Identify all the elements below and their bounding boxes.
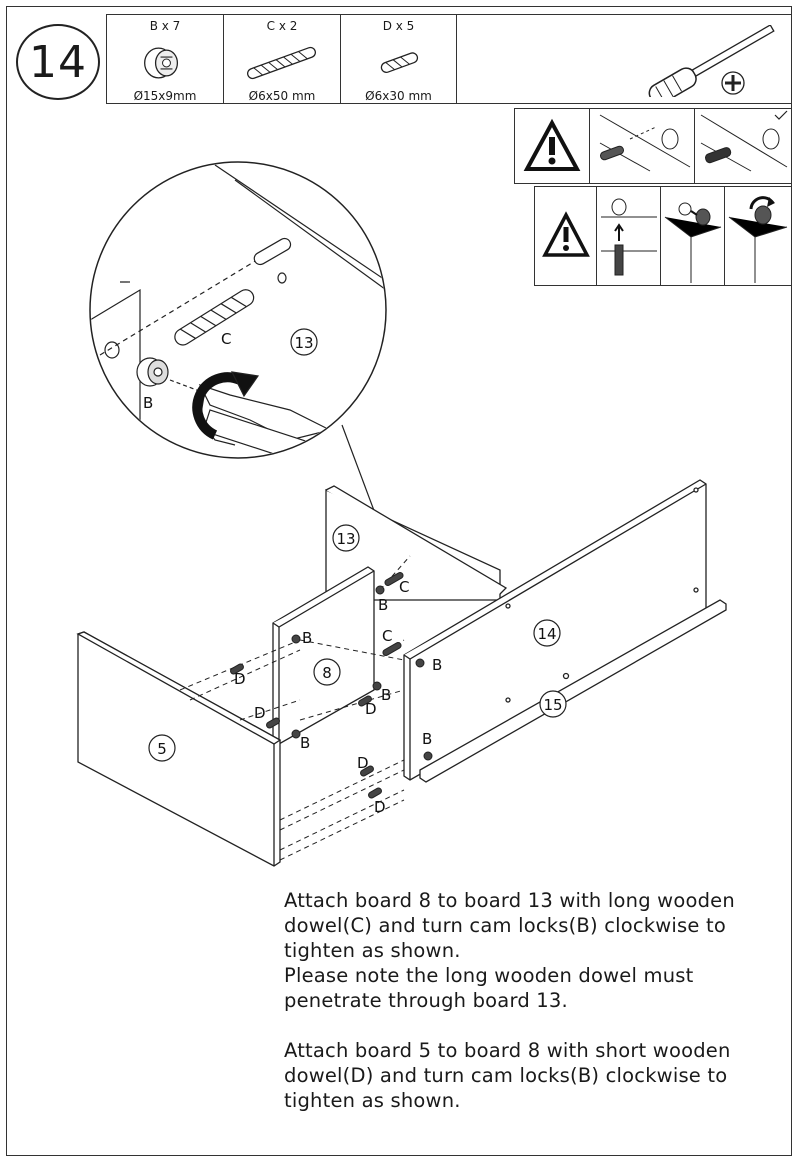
instruction-paragraph: Attach board 8 to board 13 with long woo… [284, 889, 735, 1012]
warning-cam-panel [534, 186, 792, 286]
assembly-diagram: C B 13 13 14 15 8 5 [76, 161, 727, 867]
part-long-dowel: C x 2 Ø6x50 mm [224, 15, 341, 103]
board-label: 13 [336, 530, 355, 548]
part-cam-lock: B x 7 Ø15x9mm [107, 15, 224, 103]
page-frame [6, 6, 792, 1156]
board-label: 5 [157, 740, 167, 758]
cam-bolt-insert-icon [601, 198, 657, 276]
hw-label: D [357, 754, 369, 772]
hw-label: D [254, 704, 266, 722]
warning-dowel-panel [514, 108, 792, 184]
part-size: Ø6x30 mm [365, 89, 432, 103]
long-dowel-icon [247, 46, 316, 80]
cam-lock-icon [144, 47, 179, 79]
part-label: C x 2 [266, 19, 298, 33]
board-label: 8 [322, 664, 332, 682]
dowel-insert-correct-icon [700, 110, 788, 172]
hw-label: D [365, 700, 377, 718]
hw-label: C [382, 627, 392, 645]
board-15 [419, 599, 727, 783]
hw-label: C [399, 578, 409, 596]
hardware-parts [230, 572, 433, 799]
part-label: B x 7 [149, 19, 181, 33]
cam-lock-align-icon [664, 202, 722, 283]
hw-label: B [381, 686, 391, 704]
part-size: Ø6x50 mm [248, 89, 316, 103]
board-8 [272, 566, 375, 745]
board-label: 15 [543, 696, 562, 714]
instructions: Attach board 8 to board 13 with long woo… [284, 888, 784, 1138]
parts-list: B x 7 Ø15x9mm C x 2 Ø6x50 mm D x 5 Ø6x30… [106, 14, 792, 104]
hw-label: B [300, 734, 310, 752]
warning-triangle-icon [542, 211, 590, 257]
phillips-screwdriver-icon [648, 25, 775, 97]
board-5 [76, 631, 282, 867]
part-label: D x 5 [382, 19, 415, 33]
short-dowel-icon [380, 52, 419, 73]
detail-magnifier: C B 13 [89, 161, 391, 551]
board-label: 13 [294, 334, 313, 352]
hw-label: B [432, 656, 442, 674]
board-label: 14 [537, 625, 556, 643]
instruction-paragraph: Attach board 5 to board 8 with short woo… [284, 1039, 731, 1112]
hw-label: B [302, 629, 312, 647]
hw-label: D [374, 798, 386, 816]
step-number: 14 [16, 24, 100, 100]
dowel-insert-icon [599, 114, 691, 172]
hw-label: D [234, 670, 246, 688]
cam-lock-turn-icon [728, 196, 788, 283]
board-badge [290, 328, 318, 356]
hw-label: B [422, 730, 432, 748]
hw-label: B [378, 596, 388, 614]
hw-label: C [221, 330, 231, 348]
hw-label: B [143, 394, 153, 412]
part-short-dowel: D x 5 Ø6x30 mm [341, 15, 457, 103]
warning-triangle-icon [523, 118, 581, 171]
part-size: Ø15x9mm [133, 89, 197, 103]
